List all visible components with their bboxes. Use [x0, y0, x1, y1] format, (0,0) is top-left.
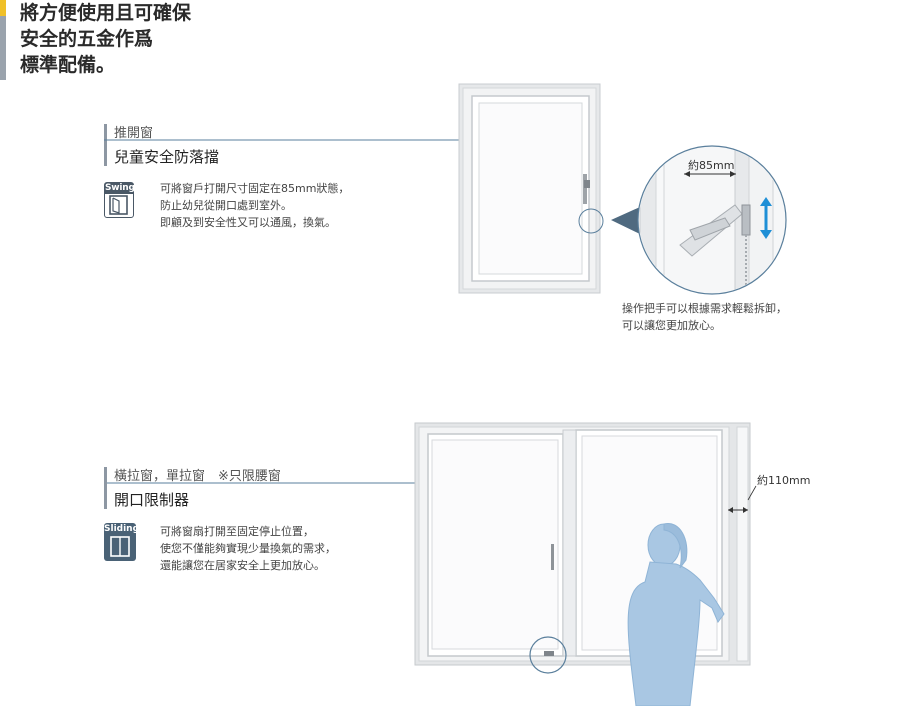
sliding-section-bar [104, 467, 107, 509]
sliding-title: 開口限制器 [114, 491, 190, 509]
sliding-window-illustration [414, 422, 757, 674]
sliding-icon: Sliding [104, 523, 140, 561]
swing-icon-label: Swing [105, 183, 135, 194]
person-figure [627, 523, 725, 706]
swing-caption-line-2: 可以讓您更加放心。 [622, 319, 721, 332]
headline-line-2: 安全的五金作爲 [20, 28, 154, 50]
sliding-label: 橫拉窗，單拉窗 ※只限腰窗 [114, 469, 281, 484]
swing-desc-line-2: 防止幼兒從開口處到室外。 [160, 199, 292, 212]
sliding-window-icon [110, 536, 130, 557]
accent-bar-gray [0, 16, 6, 80]
headline-line-1: 將方便使用且可確保 [20, 2, 192, 24]
swing-description: 可將窗戶打開尺寸固定在85mm狀態， 防止幼兒從開口處到室外。 即顧及到安全性又… [160, 180, 349, 231]
swing-label: 推開窗 [114, 126, 154, 141]
swing-window-icon [109, 195, 128, 215]
swing-icon: Swing [104, 182, 135, 218]
sliding-desc-line-3: 還能讓您在居家安全上更加放心。 [160, 559, 325, 572]
swing-caption: 操作把手可以根據需求輕鬆拆卸， 可以讓您更加放心。 [622, 300, 787, 334]
sliding-desc-line-1: 可將窗扇打開至固定停止位置， [160, 525, 314, 538]
headline-line-3: 標準配備。 [20, 54, 116, 76]
accent-bar-yellow [0, 0, 6, 16]
swing-title: 兒童安全防落擋 [114, 148, 220, 166]
swing-caption-line-1: 操作把手可以根據需求輕鬆拆卸， [622, 302, 787, 315]
sliding-dimension: 約110mm [757, 474, 811, 487]
swing-desc-line-1: 可將窗戶打開尺寸固定在85mm狀態， [160, 182, 350, 195]
swing-window-illustration [458, 83, 640, 294]
sliding-description: 可將窗扇打開至固定停止位置， 使您不僅能夠實現少量換氣的需求， 還能讓您在居家安… [160, 523, 336, 574]
sliding-desc-line-2: 使您不僅能夠實現少量換氣的需求， [160, 542, 336, 555]
sliding-icon-label: Sliding [104, 524, 140, 534]
swing-desc-line-3: 即顧及到安全性又可以通風，換氣。 [160, 216, 336, 229]
headline-block: 將方便使用且可確保 安全的五金作爲 標準配備。 [0, 0, 260, 80]
swing-section-bar [104, 124, 107, 166]
swing-zoom-dimension: 約85mm [688, 159, 735, 172]
